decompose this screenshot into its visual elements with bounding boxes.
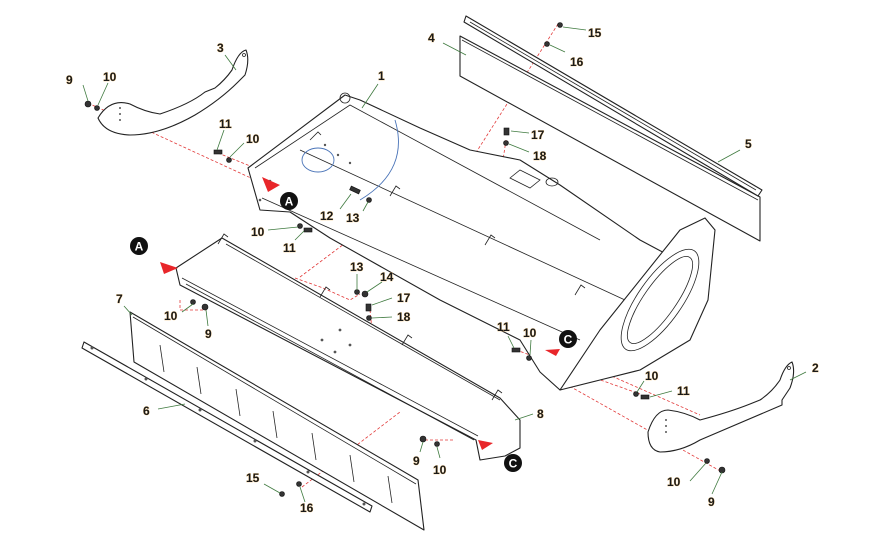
nut-15 [557,22,563,28]
leader-lines [82,26,807,503]
callout-11: 11 [219,117,232,131]
marker-c-housing: C [559,330,577,348]
washer-13 [366,197,372,203]
washer-10 [226,157,232,163]
washer-10 [704,458,710,464]
washer-16 [296,481,302,487]
arrow-icon [478,440,493,450]
callout-16: 16 [300,501,314,515]
bolt-11 [511,347,521,353]
nut-9 [718,466,726,474]
part-8-front-deck [175,233,521,461]
callout-4: 4 [428,31,435,45]
washer-10 [434,441,440,447]
arrow-icon [545,349,560,356]
callout-11: 11 [283,241,296,255]
callout-10: 10 [433,463,447,477]
washer-10 [190,299,196,305]
callout-10: 10 [645,369,659,383]
part-4-rear-panel [459,35,761,242]
callout-7: 7 [116,292,123,306]
washer-10 [633,391,639,397]
callout-2: 2 [812,361,819,375]
bolt-17 [365,303,372,312]
callout-12: 12 [320,209,334,223]
bolt-11 [303,227,313,233]
callout-9: 9 [708,495,715,509]
arrow-icon [262,177,280,192]
callout-17: 17 [531,128,545,142]
callout-9: 9 [66,73,73,87]
svg-text:C: C [564,333,573,347]
marker-c-front-deck: C [504,454,522,472]
callout-10: 10 [246,132,260,146]
callout-10: 10 [251,225,265,239]
callout-18: 18 [397,310,411,324]
bolt-17 [503,127,510,136]
callout-1: 1 [378,69,385,83]
callout-10: 10 [523,326,537,340]
callout-11: 11 [497,320,510,334]
callout-13: 13 [350,260,364,274]
svg-text:C: C [509,457,518,471]
bolt-11 [213,149,223,155]
svg-text:A: A [135,240,144,254]
callout-8: 8 [537,407,544,421]
washer-18 [503,140,509,146]
part-1-main-housing [247,92,716,391]
washer-10 [526,355,532,361]
nut-15 [279,491,285,497]
bolt-11 [640,394,650,400]
callout-3: 3 [217,41,224,55]
marker-a-front-deck: A [130,237,148,255]
washer-10 [297,223,303,229]
callout-16: 16 [570,55,584,69]
callout-9: 9 [413,454,420,468]
nut-14 [361,290,369,298]
washer-18 [366,315,372,321]
callout-11: 11 [677,384,690,398]
part-3-side-skid [97,49,249,136]
callout-6: 6 [143,404,150,418]
callout-18: 18 [533,149,547,163]
callout-10: 10 [667,475,681,489]
callout-10: 10 [164,309,178,323]
part-6-lower-strip [81,341,373,513]
arrow-icon [160,262,178,274]
callout-15: 15 [246,471,260,485]
part-5-rail-strip [463,15,763,197]
callout-10: 10 [103,70,117,84]
bolt-12 [349,185,361,195]
direction-arrows [160,177,560,450]
callout-labels: 1 2 3 4 5 6 7 8 9 9 9 9 10 10 10 10 10 1… [66,26,820,516]
svg-text:A: A [285,195,294,209]
nut-9 [419,435,427,443]
marker-a-housing: A [280,192,298,210]
callout-17: 17 [397,291,411,305]
callout-13: 13 [346,211,360,225]
nut-9 [84,100,92,108]
reference-markers: A A C C [130,192,577,472]
washer-16 [544,41,550,47]
callout-15: 15 [588,26,602,40]
hardware [84,22,726,497]
part-7-lower-flap [129,311,425,531]
callout-9: 9 [205,327,212,341]
washer-13 [354,289,360,295]
callout-14: 14 [380,270,394,284]
callout-5: 5 [745,137,752,151]
part-2-side-skid [647,361,795,453]
washer-10 [94,105,100,111]
nut-9 [201,303,209,311]
